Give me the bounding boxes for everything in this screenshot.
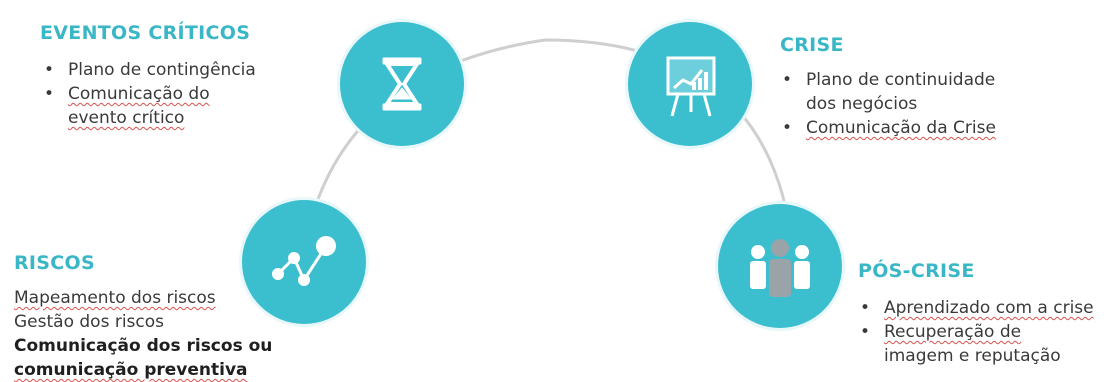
crise-item-1b: dos negócios — [806, 94, 918, 114]
eventos-circle — [340, 22, 464, 146]
crise-item-2: Comunicação da Crise — [806, 118, 996, 138]
presentation-chart-icon — [666, 56, 716, 117]
people-group-icon — [750, 239, 810, 297]
poscrise-item-2a: Recuperação de — [884, 322, 1022, 342]
list-item: Plano de continuidade dos negócios — [778, 68, 996, 116]
poscrise-title: PÓS-CRISE — [858, 260, 975, 282]
riscos-title: RISCOS — [14, 252, 95, 274]
eventos-list: Plano de contingência Comunicação do even… — [40, 58, 256, 130]
riscos-line-1: Mapeamento dos riscos — [14, 288, 216, 308]
riscos-line-3: Comunicação dos riscos ou — [14, 336, 273, 356]
hourglass-icon — [382, 57, 422, 111]
crise-list: Plano de continuidade dos negócios Comuni… — [778, 68, 996, 140]
riscos-line-2: Gestão dos riscos — [14, 312, 165, 332]
list-item: Comunicação da Crise — [778, 116, 996, 140]
connected-nodes-icon — [272, 236, 336, 286]
list-item: Comunicação do evento crítico — [40, 82, 256, 130]
eventos-item-2a: Comunicação do — [68, 84, 210, 104]
crise-circle — [628, 22, 752, 146]
poscrise-item-2b: imagem e reputação — [884, 346, 1061, 366]
list-item: Plano de contingência — [40, 58, 256, 82]
poscrise-circle — [718, 204, 842, 328]
riscos-text: Mapeamento dos riscos Gestão dos riscos … — [14, 286, 272, 382]
poscrise-list: Aprendizado com a crise Recuperação de im… — [856, 296, 1094, 368]
list-item: Aprendizado com a crise — [856, 296, 1094, 320]
crise-item-1a: Plano de continuidade — [806, 70, 996, 90]
eventos-item-1: Plano de contingência — [68, 60, 256, 80]
crise-title: CRISE — [780, 34, 844, 56]
eventos-title: EVENTOS CRÍTICOS — [40, 22, 251, 44]
poscrise-item-1: Aprendizado com a crise — [884, 298, 1094, 318]
riscos-circle — [242, 200, 366, 324]
riscos-line-4: comunicação preventiva — [14, 360, 248, 380]
list-item: Recuperação de imagem e reputação — [856, 320, 1094, 368]
eventos-item-2b: evento crítico — [68, 108, 185, 128]
